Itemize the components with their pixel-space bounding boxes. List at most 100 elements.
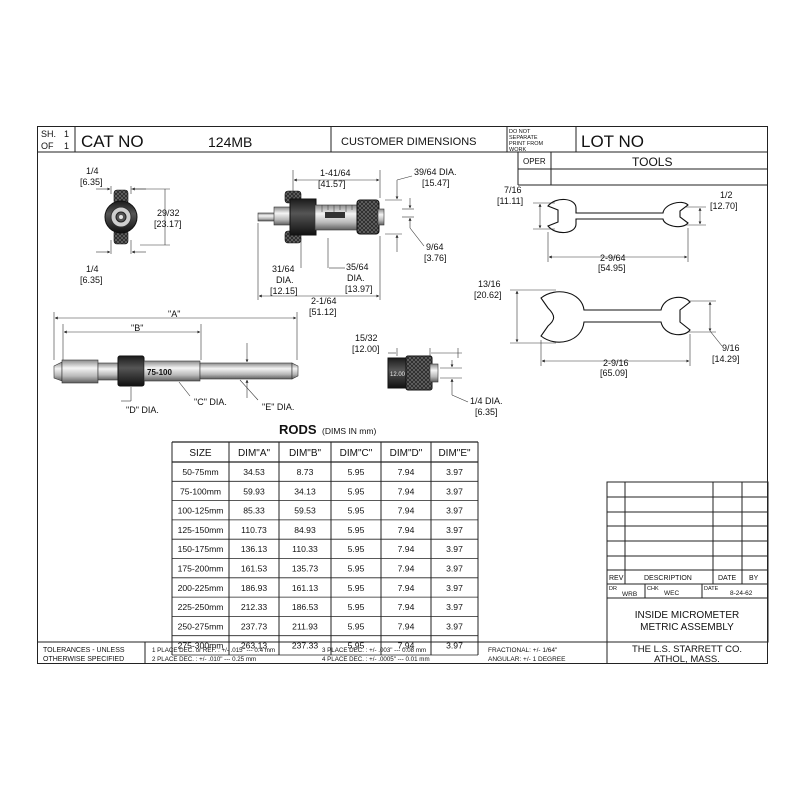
- by-label: BY: [749, 575, 759, 582]
- knob-bottom-frac: 1/4: [86, 264, 99, 274]
- table-cell: 3.97: [446, 467, 463, 477]
- rod-assembly: 75-100 "A" "B" "D" DIA. "C" DIA. "E" DIA…: [53, 309, 299, 415]
- drawing-title-line1: INSIDE MICROMETER: [635, 610, 739, 621]
- table-cell: 7.94: [398, 467, 415, 477]
- table-cell: 7.94: [398, 525, 415, 535]
- date-col-label: DATE: [718, 575, 736, 582]
- title-block-top: SH. 1 OF 1 CAT NO 124MB CUSTOMER DIMENSI…: [37, 126, 768, 186]
- table-cell: 7.94: [398, 602, 415, 612]
- rod-dim-e: "E" DIA.: [262, 402, 294, 412]
- head-dia-mm: [15.47]: [422, 178, 450, 188]
- table-header: DIM"B": [289, 448, 322, 459]
- company-location: ATHOL, MASS.: [654, 654, 720, 665]
- tolerance-three-place: 3 PLACE DEC. : +/- .003" --- 0.08 mm: [322, 647, 426, 654]
- table-cell: 7.94: [398, 564, 415, 574]
- of-label: OF: [41, 141, 54, 151]
- table-cell: 237.33: [292, 641, 319, 651]
- oper-label: OPER: [523, 157, 546, 166]
- table-cell: 5.95: [348, 467, 365, 477]
- wrench-large: 13/16 [20.62] 9/16 [14.29] 2-9/16 [65.09…: [474, 279, 740, 378]
- rev-label: REV: [609, 575, 624, 582]
- customer-dimensions-label: CUSTOMER DIMENSIONS: [341, 136, 476, 148]
- table-cell: 34.53: [243, 467, 265, 477]
- table-cell: 7.94: [398, 583, 415, 593]
- knob-bottom-mm: [6.35]: [80, 275, 103, 285]
- table-cell: 275-300mm: [178, 641, 224, 651]
- table-cell: 161.13: [292, 583, 319, 593]
- wrench2-left-mm: [20.62]: [474, 290, 502, 300]
- table-cell: 3.97: [446, 641, 463, 651]
- wrench2-length-frac: 2-9/16: [603, 358, 629, 368]
- table-cell: 5.95: [348, 564, 365, 574]
- table-cell: 225-250mm: [178, 602, 224, 612]
- table-cell: 212.33: [241, 602, 268, 612]
- chk-value: WEC: [664, 590, 679, 597]
- table-cell: 3.97: [446, 564, 463, 574]
- sheet-label: SH.: [41, 129, 56, 139]
- table-cell: 3.97: [446, 602, 463, 612]
- lot-no-label: LOT NO: [581, 132, 644, 151]
- do-not-separate-1: DO NOT: [509, 129, 531, 135]
- table-cell: 161.53: [241, 564, 268, 574]
- collar-dia-frac: 1/4 DIA.: [470, 396, 503, 406]
- head-31-dia: DIA.: [276, 275, 294, 285]
- do-not-separate-2: SEPARATE: [509, 135, 538, 141]
- table-cell: 237.73: [241, 621, 268, 631]
- head-total-mm: [51.12]: [309, 307, 337, 317]
- tolerances-strip: TOLERANCES - UNLESS OTHERWISE SPECIFIED …: [37, 641, 768, 664]
- table-cell: 7.94: [398, 641, 415, 651]
- table-cell: 50-75mm: [182, 467, 218, 477]
- table-cell: 211.93: [292, 621, 318, 631]
- table-cell: 84.93: [294, 525, 316, 535]
- wrench2-length-mm: [65.09]: [600, 368, 628, 378]
- date-label: DATE: [704, 586, 719, 592]
- table-cell: 200-225mm: [178, 583, 224, 593]
- wrench1-left-mm: [11.11]: [497, 196, 523, 206]
- table-cell: 5.95: [348, 583, 365, 593]
- collar-length-mm: [12.00]: [352, 344, 380, 354]
- wrench1-right-frac: 1/2: [720, 190, 733, 200]
- table-cell: 125-150mm: [178, 525, 224, 535]
- table-cell: 3.97: [446, 525, 463, 535]
- wrench2-right-frac: 9/16: [722, 343, 740, 353]
- table-cell: 100-125mm: [178, 506, 224, 516]
- knob-side-mm: [23.17]: [154, 219, 182, 229]
- table-cell: 7.94: [398, 621, 415, 631]
- head-35-mm: [13.97]: [345, 284, 373, 294]
- rod-dim-a: "A": [168, 309, 180, 319]
- table-cell: 136.13: [241, 544, 268, 554]
- table-cell: 5.95: [348, 602, 365, 612]
- table-cell: 5.95: [348, 544, 365, 554]
- tolerances-label-2: OTHERWISE SPECIFIED: [43, 656, 124, 663]
- head-small-frac: 9/64: [426, 242, 444, 252]
- wrench2-right-mm: [14.29]: [712, 354, 740, 364]
- tolerance-one-place: 1 PLACE DEC. or REF. : +/- .015" --- 0.4…: [152, 647, 275, 654]
- table-header: DIM"C": [340, 448, 373, 459]
- drawing-title-line2: METRIC ASSEMBLY: [640, 622, 734, 633]
- head-small-mm: [3.76]: [424, 253, 447, 263]
- chk-label: CHK: [647, 586, 659, 592]
- dr-label: DR: [609, 586, 617, 592]
- tolerance-two-place: 2 PLACE DEC. : +/- .010" --- 0.25 mm: [152, 656, 256, 663]
- knob-top-frac: 1/4: [86, 166, 99, 176]
- table-cell: 34.13: [294, 486, 316, 496]
- do-not-separate-3: PRINT FROM: [509, 141, 544, 147]
- table-cell: 5.95: [348, 641, 365, 651]
- wrench1-right-mm: [12.70]: [710, 201, 738, 211]
- description-label: DESCRIPTION: [644, 575, 692, 582]
- wrench1-left-frac: 7/16: [504, 185, 522, 195]
- table-cell: 175-200mm: [178, 564, 224, 574]
- table-cell: 135.73: [292, 564, 319, 574]
- table-cell: 7.94: [398, 506, 415, 516]
- knob-top-mm: [6.35]: [80, 177, 103, 187]
- drawing-sheet: [37, 126, 768, 664]
- table-cell: 186.93: [241, 583, 268, 593]
- company-name: THE L.S. STARRETT CO.: [632, 644, 742, 655]
- table-cell: 263.13: [241, 641, 268, 651]
- head-length-mm: [41.57]: [318, 179, 346, 189]
- table-cell: 110.33: [292, 544, 318, 554]
- head-length-frac: 1-41/64: [320, 168, 351, 178]
- head-35-dia: DIA.: [347, 273, 365, 283]
